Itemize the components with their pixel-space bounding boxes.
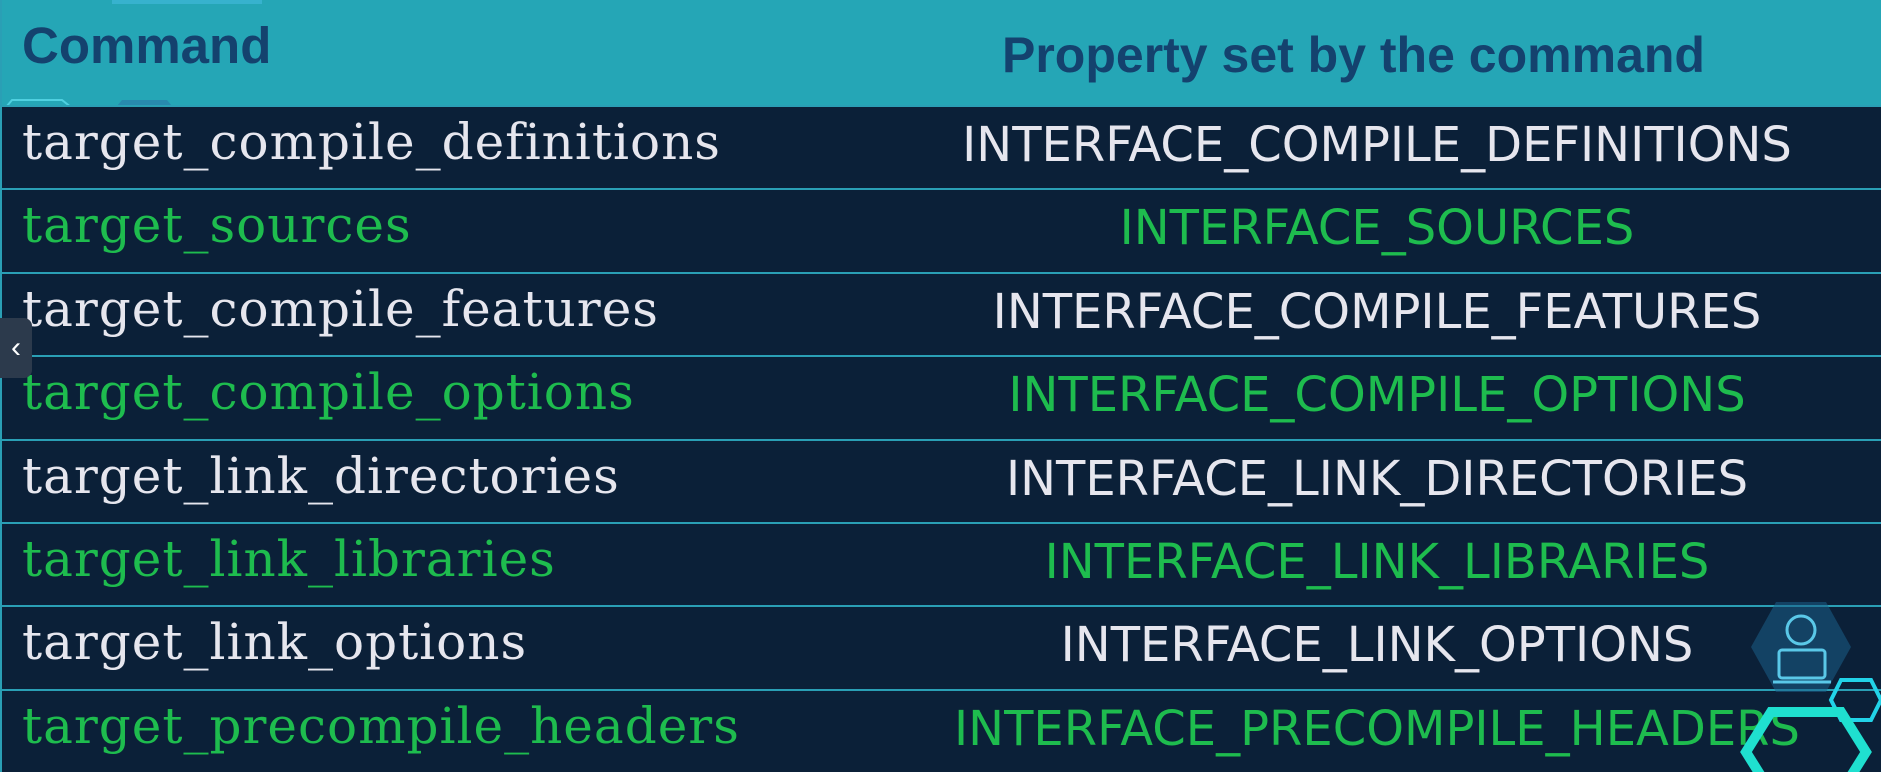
- property-cell: INTERFACE_COMPILE_OPTIONS: [1008, 367, 1746, 424]
- table-row: target_compile_features INTERFACE_COMPILE…: [2, 271, 1881, 355]
- command-cell: target_precompile_headers: [22, 696, 740, 755]
- table-row: target_sources INTERFACE_SOURCES: [2, 188, 1881, 272]
- table-row: target_precompile_headers INTERFACE_PRECO…: [2, 688, 1881, 772]
- header-command: Command: [22, 17, 272, 74]
- property-cell: INTERFACE_COMPILE_DEFINITIONS: [962, 117, 1792, 173]
- table-row: target_link_libraries INTERFACE_LINK_LIBR…: [2, 522, 1881, 605]
- previous-slide-button[interactable]: ‹: [0, 318, 32, 378]
- command-cell: target_compile_definitions: [22, 113, 721, 171]
- table-row: target_link_options INTERFACE_LINK_OPTION…: [2, 605, 1881, 689]
- table-row: target_compile_definitions INTERFACE_COMP…: [2, 105, 1881, 188]
- command-cell: target_compile_features: [22, 279, 659, 338]
- header-property: Property set by the command: [1002, 27, 1705, 83]
- command-cell: target_link_options: [22, 613, 528, 672]
- property-cell: INTERFACE_LINK_OPTIONS: [1060, 617, 1694, 674]
- chevron-left-icon: ‹: [11, 331, 21, 364]
- property-cell: INTERFACE_SOURCES: [1119, 200, 1635, 257]
- command-cell: target_sources: [22, 196, 412, 255]
- command-cell: target_link_libraries: [22, 530, 556, 588]
- property-cell: INTERFACE_PRECOMPILE_HEADERS: [954, 700, 1800, 757]
- property-cell: INTERFACE_LINK_DIRECTORIES: [1005, 450, 1749, 507]
- command-cell: target_link_directories: [22, 446, 620, 505]
- table-row: target_link_directories INTERFACE_LINK_DI…: [2, 438, 1881, 522]
- table-row: target_compile_options INTERFACE_COMPILE_…: [2, 355, 1881, 439]
- property-cell: INTERFACE_COMPILE_FEATURES: [992, 283, 1762, 340]
- property-cell: INTERFACE_LINK_LIBRARIES: [1044, 534, 1710, 590]
- table-header-row: Command Property set by the command: [2, 0, 1881, 110]
- command-cell: target_compile_options: [22, 363, 635, 422]
